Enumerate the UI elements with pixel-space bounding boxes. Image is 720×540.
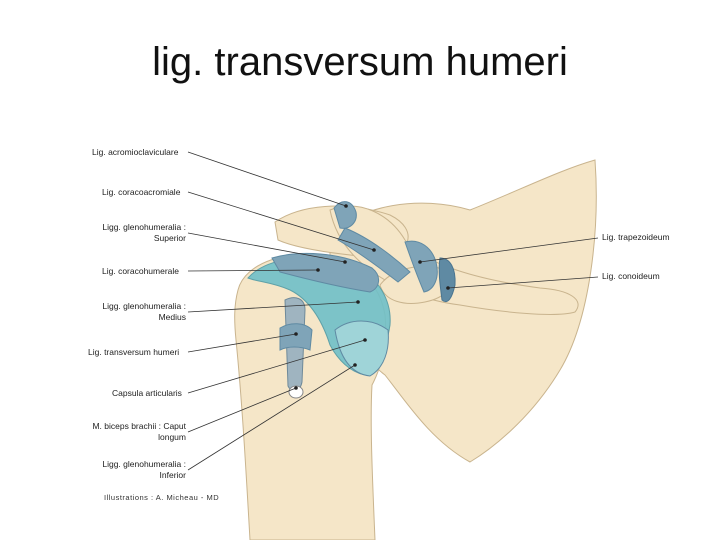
conoid-ligament xyxy=(438,257,456,303)
label-gleno-superior-line2: Superior xyxy=(154,233,186,243)
label-coracohumerale: Lig. coracohumerale xyxy=(102,266,179,276)
trapezoid-ligament xyxy=(404,240,438,293)
label-gleno-medius-line1: Ligg. glenohumeralia : xyxy=(102,301,186,311)
capsule-lower xyxy=(334,320,389,377)
label-transversum-humeri: Lig. transversum humeri xyxy=(88,347,179,357)
label-biceps-line2: longum xyxy=(158,432,186,442)
coracohumeral-ligament xyxy=(271,252,379,293)
label-gleno-superior-line1: Ligg. glenohumeralia : xyxy=(102,222,186,232)
label-coracoacromiale: Lig. coracoacromiale xyxy=(102,187,181,197)
label-biceps-line1: M. biceps brachii : Caput xyxy=(92,421,186,431)
transverse-humeral-ligament xyxy=(279,323,313,351)
acromioclavicular-ligament xyxy=(333,201,357,229)
label-gleno-inferior-line1: Ligg. glenohumeralia : xyxy=(102,459,186,469)
label-gleno-medius-line2: Medius xyxy=(159,312,186,322)
coracoacromial-ligament xyxy=(337,227,411,283)
label-conoideum: Lig. conoideum xyxy=(602,271,660,281)
slide-title: lig. transversum humeri xyxy=(152,40,568,84)
illustration-credit: Illustrations : A. Micheau - MD xyxy=(104,493,219,502)
label-gleno-inferior-line2: Inferior xyxy=(160,470,187,480)
label-trapezoideum: Lig. trapezoideum xyxy=(602,232,670,242)
label-acromioclaviculare: Lig. acromioclaviculare xyxy=(92,147,179,157)
label-capsula-articularis: Capsula articularis xyxy=(112,388,182,398)
